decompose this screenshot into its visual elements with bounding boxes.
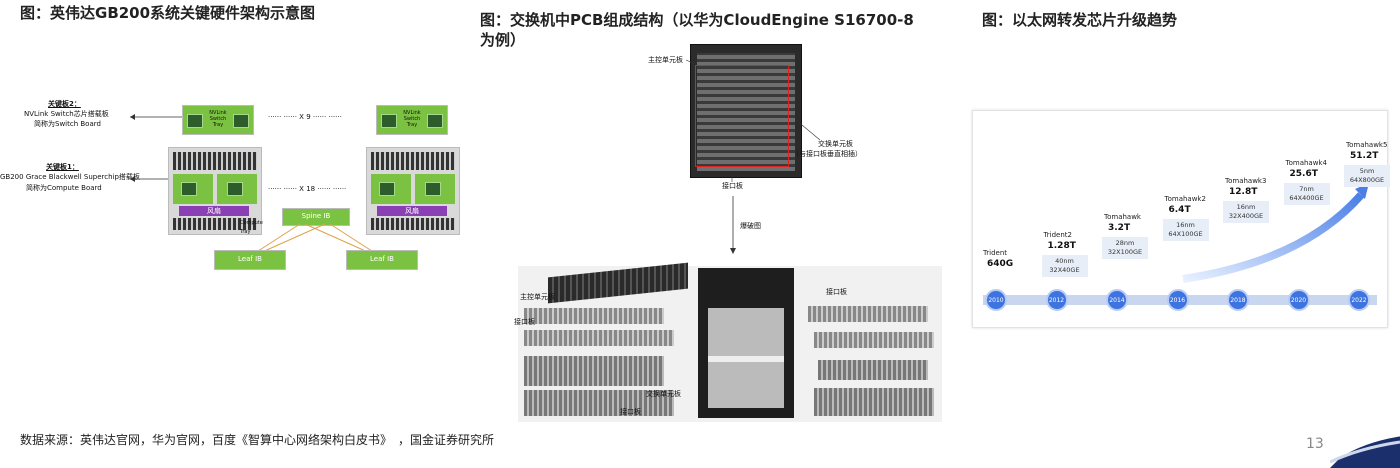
chip-name-2018: Tomahawk3: [1225, 177, 1267, 185]
chip-ports-2022: 64X800GE: [1349, 176, 1385, 184]
chip-name-2010: Trident: [983, 249, 1008, 257]
compute-tray-right: 风扇: [366, 147, 460, 235]
middle-figure-title: 图：交换机中PCB组成结构（以华为CloudEngine S16700-8为例）: [480, 11, 914, 49]
nvlink-switch-tray-left: NVLink Switch Tray: [182, 105, 254, 135]
network-links: [254, 223, 376, 254]
corner-swoosh-decoration: [1330, 436, 1400, 468]
right-figure-title: 图：以太网转发芯片升级趋势: [982, 11, 1178, 29]
chip-bandwidth-2020: 25.6T: [1289, 169, 1318, 179]
chip-ports-2014: 32X100GE: [1107, 248, 1143, 256]
exploded-view-label: 爆破图: [740, 222, 761, 230]
key-board1-desc2: 简称为Compute Board: [26, 184, 102, 192]
chip-process-2012: 40nm: [1055, 257, 1074, 265]
leaf-ib-switch-right: Leaf IB: [346, 250, 418, 270]
gb200-architecture-diagram: 关键板2： NVLink Switch芯片搭载板 简称为Switch Board…: [0, 95, 470, 285]
key-board2-desc1: NVLink Switch芯片搭载板: [24, 110, 109, 118]
x9-multiplier: ······ ······ X 9 ······ ······: [268, 113, 342, 121]
timeline-year-2022: 2022: [1348, 289, 1370, 311]
nvlink-switch-tray-right: NVLink Switch Tray: [376, 105, 448, 135]
chip-process-2018: 16nm: [1236, 203, 1256, 211]
chip-bandwidth-2018: 12.8T: [1229, 187, 1258, 197]
chip-ports-2012: 32X40GE: [1049, 266, 1080, 274]
switch-pcb-diagram: 主控单元板 交换单元板 （与接口板垂直相插） 接口板 爆破图 主控单元板 接口板…: [500, 40, 970, 430]
interface-left-label: 接口板: [514, 318, 535, 326]
spine-ib-switch: Spine IB: [282, 208, 350, 226]
timeline-year-2018: 2018: [1227, 289, 1249, 311]
chip-name-2014: Tomahawk: [1104, 213, 1141, 221]
exploded-view-photo: [518, 262, 942, 422]
fan-left: 风扇: [179, 206, 249, 216]
key-board2-label: 关键板2：: [48, 100, 81, 108]
chip-process-2016: 16nm: [1176, 221, 1195, 229]
interface-right-label: 接口板: [826, 288, 847, 296]
main-board-top-label: 主控单元板: [648, 56, 683, 64]
left-figure-title: 图：英伟达GB200系统关键硬件架构示意图: [20, 4, 316, 22]
leaf-ib-switch-left: Leaf IB: [214, 250, 286, 270]
main-board-bottom-label: 主控单元板: [520, 293, 555, 301]
chip-name-2016: Tomahawk2: [1164, 195, 1206, 203]
chip-process-2020: 7nm: [1299, 185, 1314, 193]
chip-bandwidth-2012: 1.28T: [1047, 241, 1076, 251]
timeline-year-2016: 2016: [1166, 289, 1189, 311]
chip-bandwidth-2022: 51.2T: [1350, 151, 1379, 161]
chip-ports-2020: 64X400GE: [1289, 194, 1324, 202]
chip-name-2012: Trident2: [1043, 231, 1072, 239]
switch-board-label: 交换单元板: [818, 140, 853, 148]
chip-process-2014: 28nm: [1115, 239, 1135, 247]
chip-bandwidth-2014: 3.2T: [1108, 223, 1131, 233]
switch-board-note: （与接口板垂直相插）: [792, 150, 862, 158]
chip-ports-2016: 64X100GE: [1168, 230, 1203, 238]
page-number: 13: [1306, 436, 1324, 452]
key-board1-desc1: GB200 Grace Blackwell Superchip搭载板: [0, 173, 140, 181]
timeline-year-2012: 2012: [1045, 289, 1068, 311]
key-board2-desc2: 简称为Switch Board: [34, 120, 101, 128]
chip-process-2022: 5nm: [1359, 167, 1375, 175]
chassis-pointers: [685, 59, 821, 254]
interface-board-top-label: 接口板: [722, 182, 743, 190]
chip-bandwidth-2016: 6.4T: [1168, 205, 1191, 215]
switch-bottom-label: 交换单元板: [646, 390, 681, 398]
chip-bandwidth-2010: 640G: [987, 259, 1014, 269]
timeline-year-2020: 2020: [1287, 289, 1310, 311]
data-source-footer: 数据来源：英伟达官网，华为官网，百度《智算中心网络架构白皮书》 ，国金证券研究所: [20, 433, 495, 447]
x18-multiplier: ······ ······ X 18 ······ ······: [268, 185, 347, 193]
fan-right: 风扇: [377, 206, 447, 216]
chip-name-2022: Tomahawk5: [1346, 141, 1388, 149]
interface-bottom-label: 接口板: [620, 408, 641, 416]
compute-tray-label: Compute Tray: [240, 220, 263, 235]
chip-ports-2018: 32X400GE: [1228, 212, 1264, 220]
key-board1-label: 关键板1：: [46, 163, 79, 171]
timeline-year-2014: 2014: [1106, 289, 1128, 311]
switch-chassis-photo: [690, 44, 802, 178]
compute-tray-left: 风扇: [168, 147, 262, 235]
chip-name-2020: Tomahawk4: [1285, 159, 1327, 167]
timeline-year-2010: 2010: [985, 289, 1007, 311]
